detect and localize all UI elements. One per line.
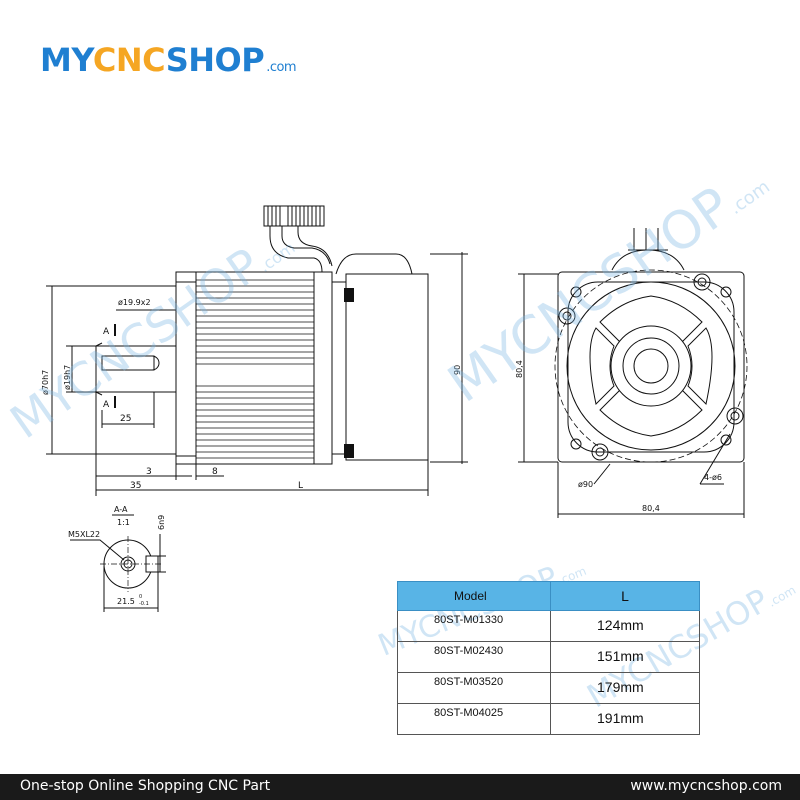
cable-connector — [263, 205, 333, 273]
dim-70h7: ø70h7 — [41, 370, 50, 395]
brand-logo: MYCNCSHOP.com — [40, 41, 297, 79]
model-cell: 80ST-M01330 — [397, 610, 551, 642]
cooling-fins — [196, 279, 314, 459]
tol-lower: -0.1 — [139, 601, 149, 607]
footer-tagline: One-stop Online Shopping CNC Part — [20, 778, 271, 794]
table-header-row: Model L — [397, 581, 700, 611]
dim-21-5: 21.5 — [117, 597, 135, 606]
motor-body — [195, 271, 315, 465]
mounting-hole — [591, 443, 609, 461]
thread-label: M5XL22 — [68, 530, 100, 539]
dim-35: 35 — [130, 481, 141, 491]
section-view: A-A 1:1 M5XL22 6n9 21.5 0 -0.1 — [68, 505, 166, 612]
tol-upper: 0 — [139, 594, 142, 600]
dim-90: 90 — [453, 365, 462, 375]
section-scale: 1:1 — [117, 518, 130, 527]
table-row: 80ST-M03520 179mm — [397, 672, 700, 704]
model-cell: 80ST-M02430 — [397, 641, 551, 673]
table-row: 80ST-M02430 151mm — [397, 641, 700, 673]
length-cell: 179mm — [550, 672, 700, 704]
section-mark-top: A — [103, 327, 110, 337]
mounting-hole — [726, 407, 744, 425]
mounting-hole — [693, 273, 711, 291]
section-mark-bottom: A — [103, 400, 110, 410]
model-cell: 80ST-M04025 — [397, 703, 551, 735]
dim-80-4-horizontal: 80,4 — [642, 504, 660, 513]
section-title: A-A — [114, 505, 128, 514]
encoder-housing — [345, 273, 429, 461]
side-view: A A ø19.9x2 ø70h7 ø19h7 25 3 8 35 L 90 — [41, 205, 468, 496]
dim-25: 25 — [120, 414, 131, 424]
dim-19-9x2: ø19.9x2 — [118, 298, 151, 307]
mounting-hole — [558, 307, 576, 325]
length-cell: 191mm — [550, 703, 700, 735]
dim-3: 3 — [146, 467, 152, 477]
dim-L: L — [298, 481, 303, 491]
motor-dimension-drawing: A A ø19.9x2 ø70h7 ø19h7 25 3 8 35 L 90 8… — [41, 205, 748, 612]
front-bearing — [622, 337, 680, 395]
dim-6n9: 6n9 — [157, 515, 166, 530]
footer-url[interactable]: www.mycncshop.com — [630, 778, 782, 794]
dim-80-4-vertical: 80,4 — [515, 360, 524, 378]
footer-bar: One-stop Online Shopping CNC Part www.my… — [0, 774, 800, 800]
model-cell: 80ST-M03520 — [397, 672, 551, 704]
header-model: Model — [397, 581, 551, 611]
length-cell: 124mm — [550, 610, 700, 642]
logo-cnc: CNC — [92, 41, 166, 79]
dim-90-dia: ø90 — [578, 480, 593, 489]
front-view: 80,4 ø90 4-ø6 80,4 — [515, 228, 748, 518]
logo-tld: .com — [266, 60, 297, 75]
logo-shop: SHOP — [165, 41, 265, 79]
model-length-table: Model L 80ST-M01330 124mm 80ST-M02430 15… — [397, 581, 700, 735]
table-row: 80ST-M04025 191mm — [397, 703, 700, 735]
front-flange — [175, 271, 197, 465]
dim-19h7: ø19h7 — [63, 365, 72, 390]
logo-my: MY — [40, 41, 93, 79]
length-cell: 151mm — [550, 641, 700, 673]
dim-holes: 4-ø6 — [704, 473, 722, 482]
header-length: L — [550, 581, 700, 611]
dim-8: 8 — [212, 467, 218, 477]
table-row: 80ST-M01330 124mm — [397, 610, 700, 642]
